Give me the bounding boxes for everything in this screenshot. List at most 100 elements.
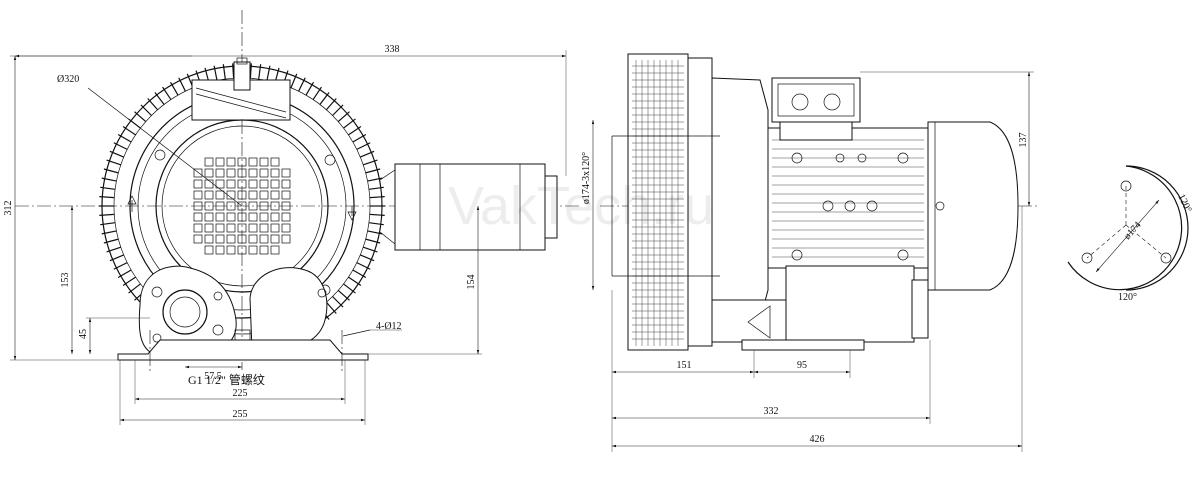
thread-label: G1 1/2" 管螺纹 xyxy=(188,372,265,387)
grille-cell xyxy=(270,223,280,233)
grille-cell xyxy=(193,212,203,222)
grille-cell xyxy=(259,157,269,167)
grille-cell xyxy=(204,212,214,222)
dim-foot-inner-label: 225 xyxy=(233,388,248,399)
grille-cell xyxy=(270,157,280,167)
cable-gland xyxy=(791,93,809,111)
fin xyxy=(348,276,362,286)
grille-cell xyxy=(270,201,280,211)
silencer-body xyxy=(785,265,915,343)
grille-cell xyxy=(248,223,258,233)
grille-cell xyxy=(237,201,247,211)
fin xyxy=(122,126,136,136)
grille-cell xyxy=(193,179,203,189)
inlet-port xyxy=(162,289,208,335)
rotation-arrow-up-icon xyxy=(127,195,137,212)
cable-gland xyxy=(823,93,841,111)
grille-cell xyxy=(248,212,258,222)
grille-cell xyxy=(259,223,269,233)
fin xyxy=(337,289,350,301)
fin xyxy=(312,86,322,100)
grille-cell xyxy=(237,179,247,189)
fin xyxy=(325,98,337,111)
grille-cell xyxy=(226,157,236,167)
motor-flange xyxy=(711,77,769,331)
side-base xyxy=(741,339,865,351)
grille-cell xyxy=(204,179,214,189)
dim-length-mid-label: 332 xyxy=(764,406,779,417)
fin xyxy=(162,86,172,100)
grille-cell xyxy=(226,223,236,233)
grille-cell xyxy=(237,190,247,200)
blower-housing-mid xyxy=(687,57,713,347)
terminal-box xyxy=(771,77,861,123)
fin xyxy=(249,63,252,79)
grille-cell xyxy=(248,168,258,178)
flange-hole xyxy=(1120,180,1132,192)
motor-cover xyxy=(155,119,329,293)
fin xyxy=(369,213,385,216)
dim-foot-offset-label: 45 xyxy=(78,329,89,339)
grille-cell xyxy=(215,245,225,255)
flange-circle-arc xyxy=(1067,165,1183,291)
grille-cell xyxy=(281,201,291,211)
fin xyxy=(348,126,362,136)
grille-cell xyxy=(215,157,225,167)
fin xyxy=(122,276,136,286)
grille-cell xyxy=(226,234,236,244)
grille-cell xyxy=(259,168,269,178)
grille-cell xyxy=(259,212,269,222)
dim-mount-holes-label: 4-Ø12 xyxy=(376,321,402,332)
grille-cell xyxy=(237,234,247,244)
grille-cell xyxy=(259,190,269,200)
fin xyxy=(369,196,385,199)
grille-cell xyxy=(270,234,280,244)
motor-fins xyxy=(772,139,924,258)
side-cooling-fins xyxy=(632,60,684,346)
dim-diameter-label: Ø320 xyxy=(57,74,79,85)
grille-cell xyxy=(270,179,280,189)
bolt-hole xyxy=(154,149,166,161)
grille-cell xyxy=(204,223,214,233)
grille-cell xyxy=(270,245,280,255)
dim-foot-spacing-label: 95 xyxy=(797,360,807,371)
fin xyxy=(99,213,115,216)
grille-cell xyxy=(237,223,247,233)
grille-cell xyxy=(281,223,291,233)
inlet-housing xyxy=(138,265,237,353)
grille-cell xyxy=(226,190,236,200)
grille-cell xyxy=(281,212,291,222)
silencer-cap xyxy=(911,279,929,339)
fin xyxy=(232,63,235,79)
front-view: 338 Ø320 312 153 45 154 57.5 4-Ø12 G1 1/… xyxy=(3,10,580,425)
grille-cell xyxy=(281,179,291,189)
dim-outlet-height-label: 154 xyxy=(466,275,477,290)
fin xyxy=(147,98,159,111)
grille-cell xyxy=(215,223,225,233)
grille-cell xyxy=(193,168,203,178)
grille-cell xyxy=(226,212,236,222)
grille-cell xyxy=(204,201,214,211)
grille-cell xyxy=(215,190,225,200)
grille-cell xyxy=(248,234,258,244)
grille-cell xyxy=(204,245,214,255)
dim-center-height-label: 153 xyxy=(60,273,71,288)
fin xyxy=(319,92,330,105)
flange-diameter-label: ø174 xyxy=(1122,220,1144,242)
grille-cell xyxy=(248,245,258,255)
grille-cell xyxy=(248,179,258,189)
dim-flange-diameter xyxy=(1095,199,1160,273)
grille-cell xyxy=(193,234,203,244)
bolt-hole xyxy=(324,154,336,166)
rotation-arrow-down-icon xyxy=(347,206,357,221)
dim-foot-outer-label: 255 xyxy=(233,409,248,420)
grille-cell xyxy=(270,168,280,178)
motor-end-cap xyxy=(927,121,1019,291)
dim-bolt-circle-label: ø174-3x120° xyxy=(581,152,592,204)
fin xyxy=(332,296,344,308)
fin xyxy=(134,111,147,123)
grille-cell xyxy=(215,168,225,178)
fin xyxy=(337,111,350,123)
grille-cell xyxy=(193,190,203,200)
